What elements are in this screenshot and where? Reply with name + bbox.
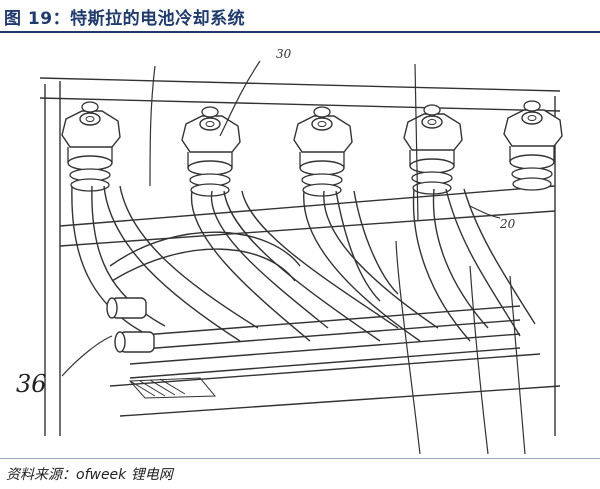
callout-20: 20 [499,217,516,231]
manifold-inlets [106,297,155,353]
manifold-tubes [109,305,561,417]
footer-rule [0,458,600,459]
rail-structure [39,77,561,436]
battery-cooling-drawing: 30 20 36 [16,47,563,454]
figure-header: 图 19：特斯拉的电池冷却系统 [0,0,600,34]
cooling-hoses [71,185,536,342]
callout-36: 36 [16,370,47,398]
bottom-hatch [128,377,217,399]
figure-title: 图 19：特斯拉的电池冷却系统 [4,9,246,29]
leader-lines [61,60,526,454]
title-rule [0,31,600,33]
source-line: 资料来源：ofweek 锂电网 [6,467,173,483]
callout-30: 30 [276,47,292,61]
connectors [61,100,563,197]
